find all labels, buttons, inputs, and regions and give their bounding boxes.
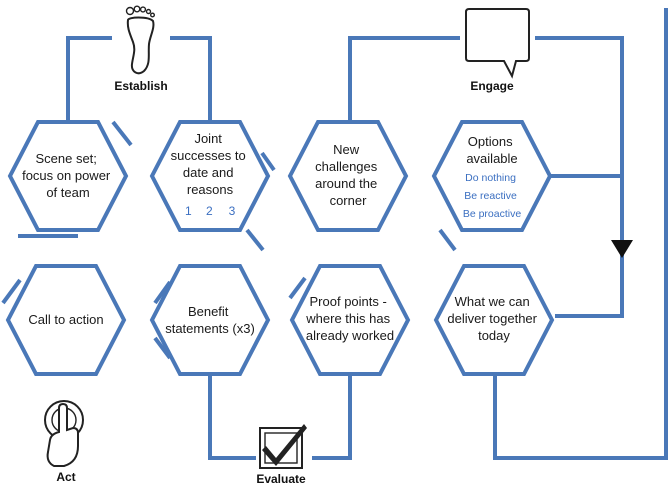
hex-joint-successes: Joint successes to date and reasons 1 2 … (149, 120, 271, 232)
new-challenges-text: New challenges around the corner (315, 142, 381, 208)
down-triangle-arrow-icon (611, 240, 633, 258)
options-choices: Do nothing Be reactive Be proactive (463, 172, 522, 220)
accent-segment (1, 278, 22, 305)
accent-segment (288, 276, 307, 300)
engage-label: Engage (470, 79, 514, 93)
evaluate-connector (208, 372, 352, 460)
scene-set-text: Scene set; focus on power of team (22, 151, 114, 200)
speech-bubble-icon (465, 8, 530, 79)
options-text: Options available (466, 134, 517, 166)
engage-connector (348, 36, 624, 240)
hex-new-challenges: New challenges around the corner (287, 120, 409, 232)
accent-segment (111, 120, 133, 147)
accent-segment (153, 336, 172, 360)
hand-press-button-icon (44, 400, 84, 467)
call-to-action-text: Call to action (28, 312, 103, 327)
hex-deliver-together: What we can deliver together today (433, 264, 555, 376)
benefit-statements-text: Benefit statements (x3) (165, 304, 255, 336)
accent-segment (438, 228, 457, 252)
hex-call-to-action: Call to action (5, 264, 127, 376)
hex-options: Options available Do nothing Be reactive… (431, 120, 553, 232)
accent-segment (153, 280, 172, 305)
accent-segment (245, 228, 265, 252)
hex-proof-points: Proof points - where this has already wo… (289, 264, 411, 376)
outer-loop-connector (493, 8, 668, 460)
checkbox-tick-icon (259, 424, 307, 469)
joint-successes-numbers: 1 2 3 (185, 204, 236, 218)
establish-label: Establish (114, 79, 167, 93)
establish-connector (66, 36, 212, 120)
evaluate-label: Evaluate (256, 472, 306, 486)
connector-lines (66, 8, 668, 460)
joint-successes-text: Joint successes to date and reasons (171, 131, 250, 197)
right-flow-connector (548, 174, 624, 318)
hex-scene-set: Scene set; focus on power of team (7, 120, 129, 232)
deliver-together-text: What we can deliver together today (447, 294, 540, 343)
hex-benefit-statements: Benefit statements (x3) (149, 264, 271, 376)
act-label: Act (56, 470, 75, 484)
accent-segment (260, 151, 276, 172)
proof-points-text: Proof points - where this has already wo… (305, 294, 394, 343)
footprint-icon (125, 5, 156, 75)
